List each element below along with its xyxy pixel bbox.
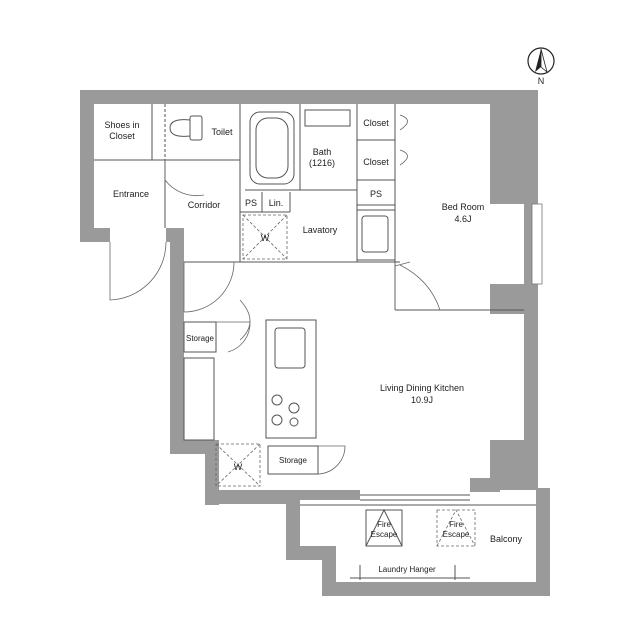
north-arrow-icon: N	[527, 47, 555, 86]
bath-label-line2: (1216)	[309, 158, 335, 168]
shoes-closet-label-line1: Shoes in	[104, 120, 139, 130]
bathtub-fixture	[249, 109, 351, 185]
storage-1-label: Storage	[186, 334, 215, 343]
balcony-label: Balcony	[490, 534, 523, 544]
shoes-closet-label-line2: Closet	[109, 131, 135, 141]
toilet-fixture	[169, 115, 203, 141]
toilet-label: Toilet	[211, 127, 233, 137]
bedroom-label-line2: 4.6J	[454, 214, 471, 224]
doors	[109, 104, 441, 475]
fire-escape-hatch-1	[365, 508, 403, 547]
washer-1-label: W	[261, 233, 270, 243]
bath-label-line1: Bath	[313, 147, 332, 157]
fire-escape-2-label-line2: Escape	[443, 530, 470, 539]
lin-label: Lin.	[269, 198, 284, 208]
storage-2-label: Storage	[279, 456, 308, 465]
bedroom-label-line1: Bed Room	[442, 202, 485, 212]
ldk-label-line1: Living Dining Kitchen	[380, 383, 464, 393]
ps-2-label: PS	[370, 189, 382, 199]
closet-1-label: Closet	[363, 118, 389, 128]
fire-escape-1-label-line1: Fire	[377, 520, 391, 529]
entrance-label: Entrance	[113, 189, 149, 199]
corridor-label: Corridor	[188, 200, 221, 210]
fire-escape-hatch-2	[436, 509, 476, 547]
north-label: N	[538, 76, 545, 86]
fire-escape-1-label-line2: Escape	[371, 530, 398, 539]
interior-partitions	[94, 104, 536, 580]
washer-area-1	[242, 214, 288, 260]
closet-2-label: Closet	[363, 157, 389, 167]
laundry-hanger-label: Laundry Hanger	[378, 565, 436, 574]
washer-2-label: W	[234, 462, 243, 472]
lavatory-label: Lavatory	[303, 225, 338, 235]
ldk-label-line2: 10.9J	[411, 395, 433, 405]
fire-escape-2-label-line1: Fire	[449, 520, 463, 529]
washer-area-2	[215, 443, 261, 487]
sink-fixture	[356, 209, 396, 261]
ps-1-label: PS	[245, 198, 257, 208]
walls	[80, 90, 550, 596]
